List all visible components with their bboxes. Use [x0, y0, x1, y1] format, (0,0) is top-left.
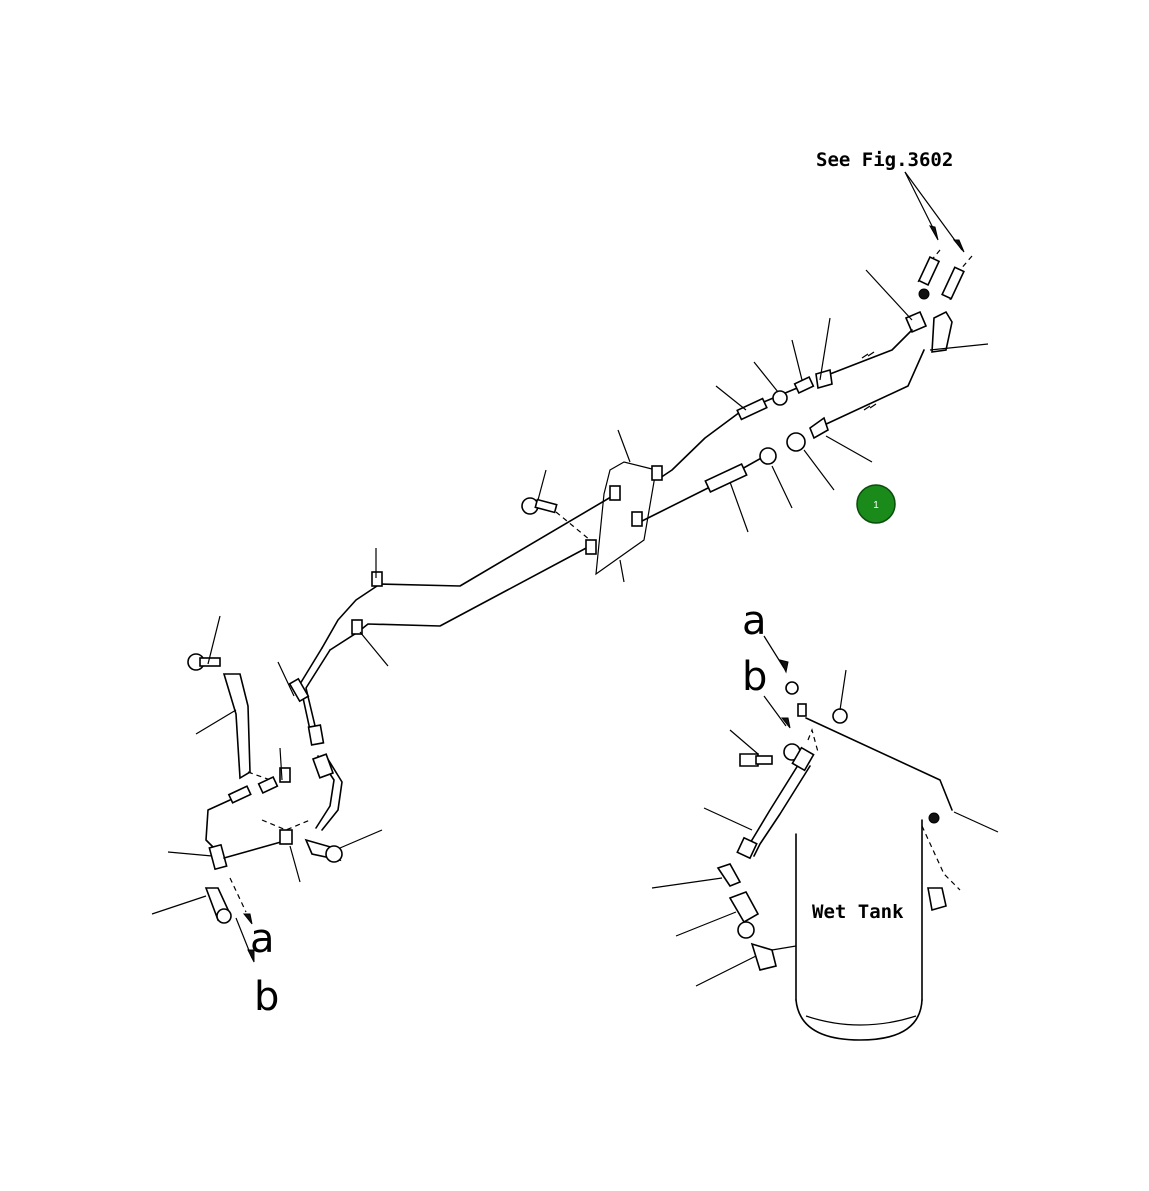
- tank-fittings: [716, 635, 961, 971]
- marker-a-left: a: [250, 916, 275, 962]
- reference-arrows: [904, 171, 965, 253]
- callout-1-number: 1: [873, 500, 879, 511]
- left-assembly: [187, 647, 343, 963]
- wet-tank-label: Wet Tank: [812, 901, 904, 923]
- upper-right-fittings: [865, 249, 989, 353]
- see-fig-reference: See Fig.3602: [816, 149, 953, 171]
- leader-lines-left: [151, 615, 383, 915]
- wet-tank: [795, 819, 923, 1041]
- callout-1-badge[interactable]: 1: [856, 484, 896, 524]
- marker-b-right: b: [742, 654, 767, 700]
- leader-lines-upper: [359, 317, 873, 667]
- leader-lines-right: [651, 669, 999, 987]
- marker-b-left: b: [254, 974, 279, 1020]
- mid-fittings: [351, 368, 833, 635]
- marker-a-right: a: [742, 598, 767, 644]
